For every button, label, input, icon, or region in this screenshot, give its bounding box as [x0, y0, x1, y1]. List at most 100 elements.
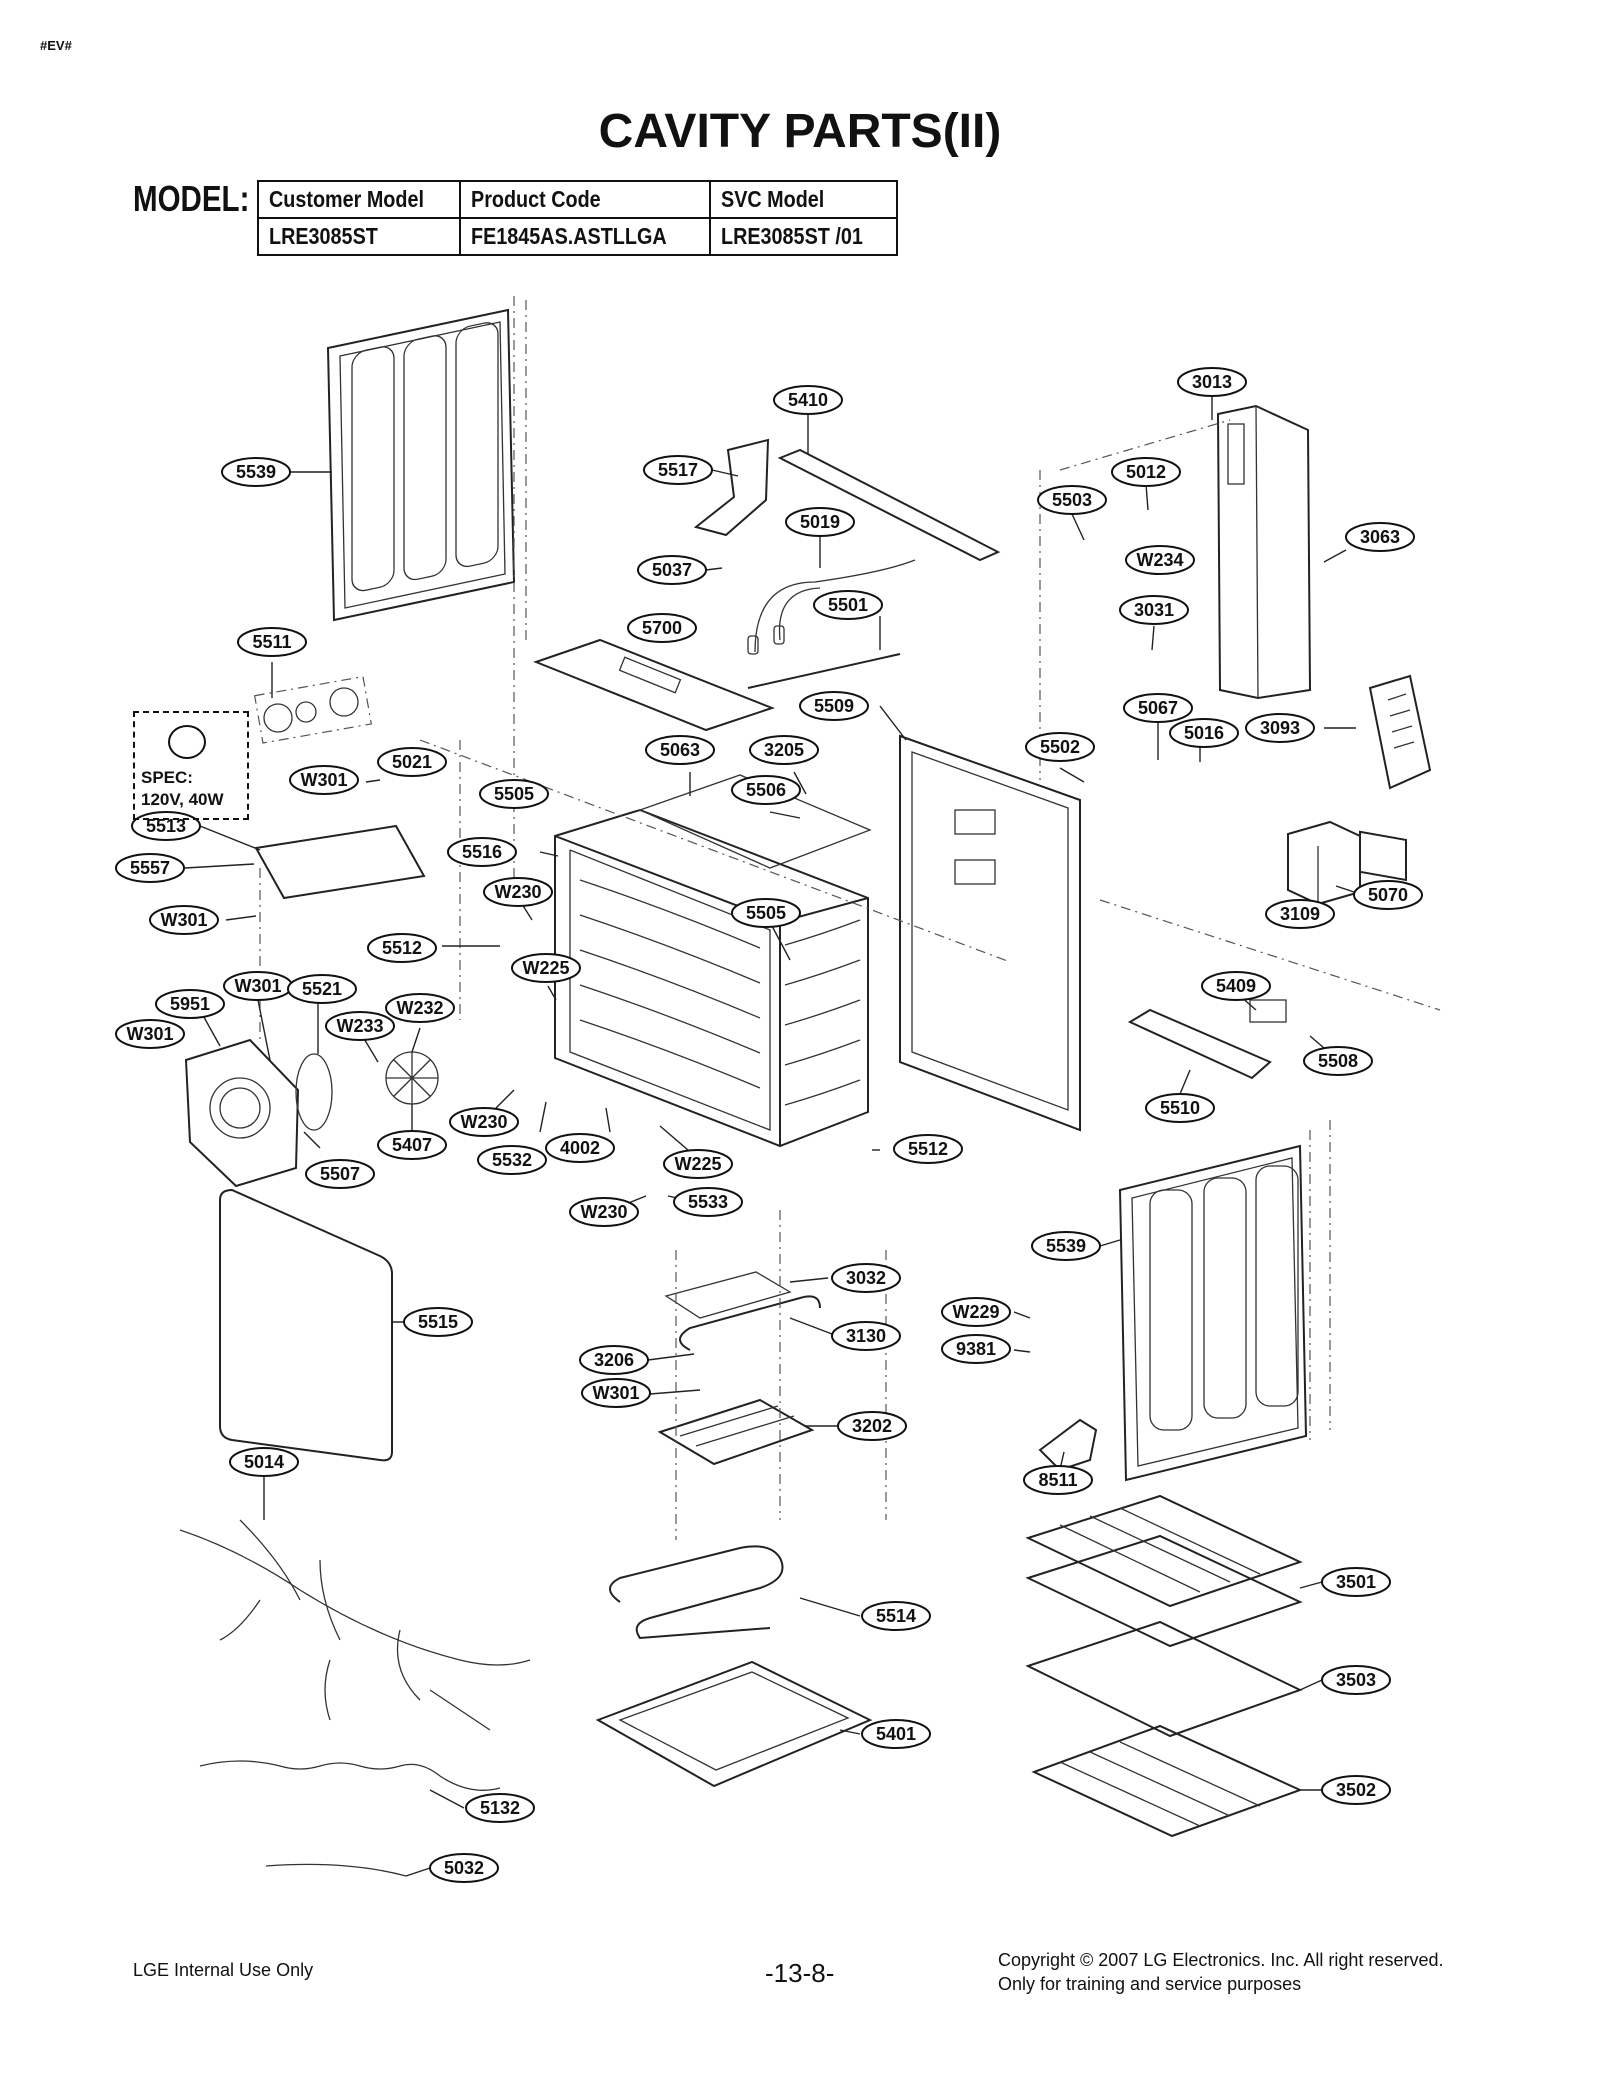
footer-copyright-line: Copyright © 2007 LG Electronics. Inc. Al…	[998, 1950, 1444, 1970]
racks	[1025, 1494, 1303, 1838]
callout-3093: 3093	[1245, 713, 1315, 743]
callout-5014: 5014	[229, 1447, 299, 1477]
rod-5501	[747, 653, 901, 689]
callout-3063: 3063	[1345, 522, 1415, 552]
svg-text:5511: 5511	[252, 632, 291, 652]
callout-5132: 5132	[465, 1793, 535, 1823]
svg-text:5517: 5517	[658, 460, 698, 480]
svg-text:5401: 5401	[876, 1724, 916, 1744]
svg-text:5501: 5501	[828, 595, 868, 615]
callout-w301-d: W301	[115, 1019, 185, 1049]
callout-3109: 3109	[1265, 899, 1335, 929]
corner-tag: #EV#	[40, 38, 72, 53]
callout-5557: 5557	[115, 853, 185, 883]
bracket-5517	[693, 438, 770, 537]
lamp-spec-box: SPEC: 120V, 40W	[133, 711, 249, 820]
callout-5037: 5037	[637, 555, 707, 585]
svg-text:4002: 4002	[560, 1138, 600, 1158]
svg-text:5516: 5516	[462, 842, 502, 862]
callout-5505-a: 5505	[479, 779, 549, 809]
callout-5514: 5514	[861, 1601, 931, 1631]
svg-text:5067: 5067	[1138, 698, 1178, 718]
leader-lines	[184, 392, 1356, 1877]
hinge-8511	[1038, 1418, 1098, 1472]
svg-text:5951: 5951	[170, 994, 210, 1014]
callout-3130: 3130	[831, 1321, 901, 1351]
wire-5019	[747, 559, 916, 655]
footer-note-line: Only for training and service purposes	[998, 1974, 1302, 1994]
callout-5533: 5533	[673, 1187, 743, 1217]
svg-text:5505: 5505	[494, 784, 534, 804]
callout-9381: 9381	[941, 1334, 1011, 1364]
callout-3501: 3501	[1321, 1567, 1391, 1597]
wire-5032	[265, 1863, 407, 1877]
svg-text:5515: 5515	[418, 1312, 458, 1332]
door-panel-lower	[1118, 1120, 1331, 1482]
oven-cavity	[554, 774, 872, 1148]
tray-5401	[595, 1660, 873, 1788]
svg-text:3063: 3063	[1360, 527, 1400, 547]
svg-text:9381: 9381	[956, 1339, 996, 1359]
svg-text:5505: 5505	[746, 903, 786, 923]
model-header-product-code: Product Code	[459, 180, 711, 219]
svg-text:3501: 3501	[1336, 1572, 1376, 1592]
svg-text:W301: W301	[160, 910, 207, 930]
callout-5700: 5700	[627, 613, 697, 643]
svg-text:3013: 3013	[1192, 372, 1232, 392]
svg-text:5512: 5512	[908, 1139, 948, 1159]
svg-text:3031: 3031	[1134, 600, 1174, 620]
model-value-customer: LRE3085ST	[256, 217, 462, 256]
svg-text:5506: 5506	[746, 780, 786, 800]
lamp-spec-line1: SPEC:	[141, 768, 193, 787]
callout-5063: 5063	[645, 735, 715, 765]
callout-5509: 5509	[799, 691, 869, 721]
callout-5012: 5012	[1111, 457, 1181, 487]
svg-text:5521: 5521	[302, 979, 342, 999]
callout-5951: 5951	[155, 989, 225, 1019]
svg-text:W225: W225	[522, 958, 569, 978]
svg-text:5410: 5410	[788, 390, 828, 410]
svg-text:5513: 5513	[146, 816, 186, 836]
callout-5521: 5521	[287, 974, 357, 1004]
svg-text:3093: 3093	[1260, 718, 1300, 738]
svg-text:W229: W229	[952, 1302, 999, 1322]
callout-w225-b: W225	[663, 1149, 733, 1179]
ring-5521	[295, 1053, 333, 1131]
callout-5532: 5532	[477, 1145, 547, 1175]
element-5513	[254, 824, 426, 900]
box-3063	[1359, 830, 1407, 882]
callout-3013: 3013	[1177, 367, 1247, 397]
footer-internal-use: LGE Internal Use Only	[133, 1960, 314, 1980]
duct-5070	[1287, 820, 1361, 906]
svg-text:5700: 5700	[642, 618, 682, 638]
svg-text:8511: 8511	[1038, 1470, 1077, 1490]
callout-w301-a: W301	[289, 765, 359, 795]
callout-5503: 5503	[1037, 485, 1107, 515]
svg-text:W234: W234	[1136, 550, 1183, 570]
svg-text:5539: 5539	[236, 462, 276, 482]
element-5514	[609, 1545, 784, 1640]
callout-w301-b: W301	[149, 905, 219, 935]
svg-text:5063: 5063	[660, 740, 700, 760]
part-drawings	[179, 296, 1441, 1877]
svg-text:W301: W301	[126, 1024, 173, 1044]
svg-text:5532: 5532	[492, 1150, 532, 1170]
callout-bubbles: 5539 5410 3013 5517 5012 5503 5019 3063 …	[115, 367, 1423, 1883]
svg-text:3206: 3206	[594, 1350, 634, 1370]
callout-3031: 3031	[1119, 595, 1189, 625]
callout-5067: 5067	[1123, 693, 1193, 723]
callout-5032: 5032	[429, 1853, 499, 1883]
svg-text:3502: 3502	[1336, 1780, 1376, 1800]
svg-text:W230: W230	[460, 1112, 507, 1132]
model-table: Customer Model Product Code SVC Model LR…	[256, 180, 898, 256]
callout-w230-b: W230	[449, 1107, 519, 1137]
door-panel-upper	[326, 296, 527, 900]
callout-5510: 5510	[1145, 1093, 1215, 1123]
callout-5512-b: 5512	[893, 1134, 963, 1164]
model-table-value-row: LRE3085ST FE1845AS.ASTLLGA LRE3085ST /01	[256, 217, 898, 256]
callout-3205: 3205	[749, 735, 819, 765]
svg-text:W232: W232	[396, 998, 443, 1018]
top-brace	[777, 448, 1001, 562]
svg-text:5409: 5409	[1216, 976, 1256, 996]
callout-5539-upper: 5539	[221, 457, 291, 487]
